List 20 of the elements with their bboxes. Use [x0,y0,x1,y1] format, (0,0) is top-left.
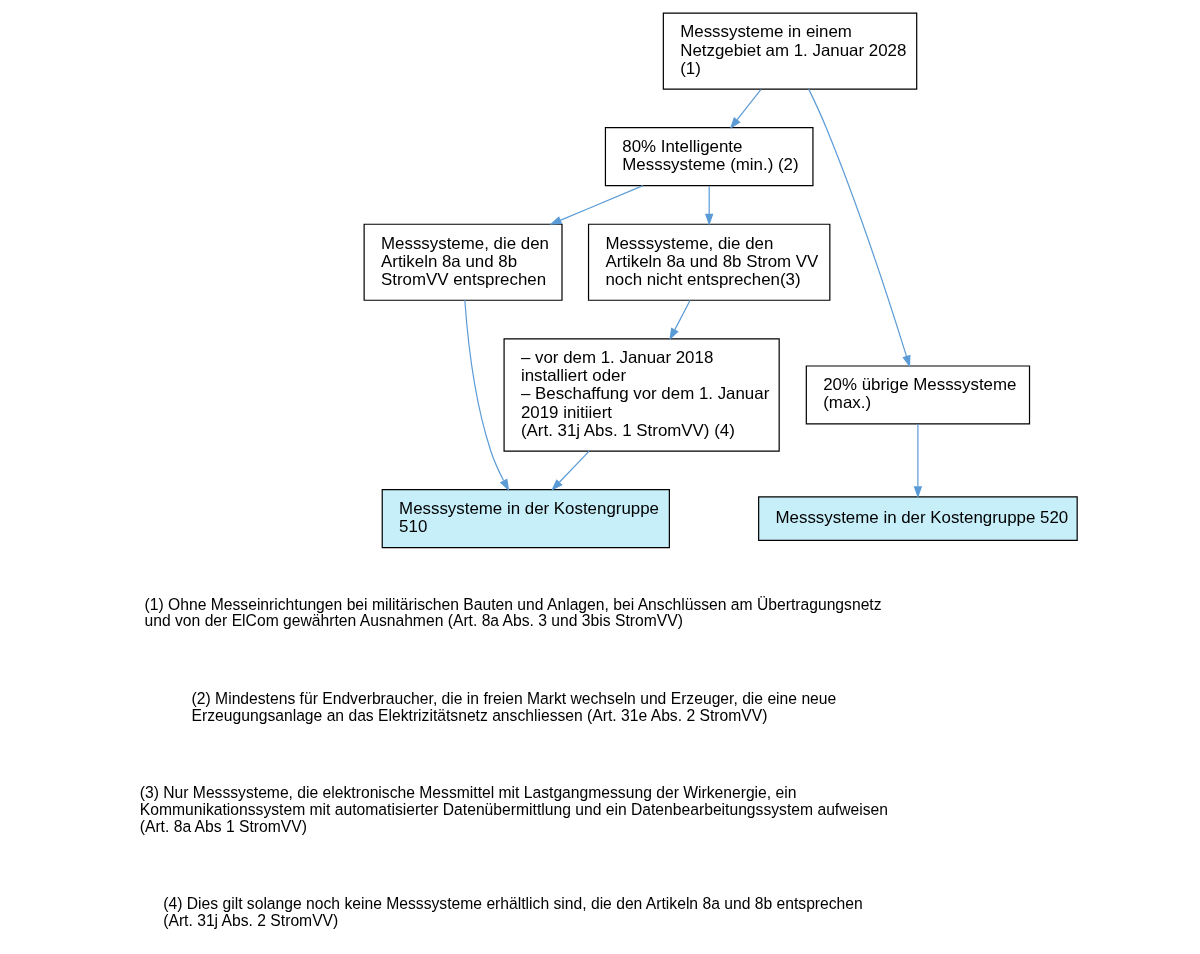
arrow [913,423,923,499]
arrow [704,185,714,226]
arrow [464,299,510,492]
arrow [669,299,691,341]
arrow [551,450,590,491]
node-box: Messsysteme in einem Netzgebiet am 1. Januar 2028 (1) [662,12,918,90]
label: (2) Mindestens für Endverbraucher, die in freien Markt wechseln und Erzeuger, die eine neue Erzeugungsanlage an das Elektrizitätsnetz anschliessen (Art. 31e Abs. 2 StromVV) [191,689,837,724]
node-box: – vor dem 1. Januar 2018 installiert oder – Beschaffung vor dem 1. Januar 2019 initiiert (Art. 31j Abs. 1 StromVV) (4) [503,338,780,452]
node-box: Messsysteme, die den Artikeln 8a und 8b Strom VV noch nicht entsprechen(3) [587,223,831,301]
arrow [729,88,762,130]
node-box: 20% übrige Messsysteme (max.) [805,365,1031,425]
arrow [808,88,911,368]
node-box: 80% Intelligente Messsysteme (min.) (2) [604,127,814,187]
node-box: Messsysteme in der Kostengruppe 510 [381,489,670,549]
label: (4) Dies gilt solange noch keine Messsysteme erhältlich sind, die den Artikeln 8a und 8b entsprechen (Art. 31j Abs. 2 StromVV) [163,894,863,929]
label: (3) Nur Messsysteme, die elektronische Messmittel mit Lastgangmessung der Wirkenergie, ein Kommunikationssystem mit automatisierter Datenübermittlung und ein Datenbearbeitungssystem aufweisen (Art. 8a Abs 1 StromVV) [139,783,888,835]
arrow [549,185,644,225]
node-box: Messsysteme in der Kostengruppe 520 [758,496,1078,541]
label: (1) Ohne Messeinrichtungen bei militärischen Bauten und Anlagen, bei Anschlüssen am Übertragungsnetz und von der ElCom gewährten Ausnahmen (Art. 8a Abs. 3 und 3bis StromVV) [144,595,882,630]
node-box: Messsysteme, die den Artikeln 8a und 8b StromVV entsprechen [363,223,563,301]
